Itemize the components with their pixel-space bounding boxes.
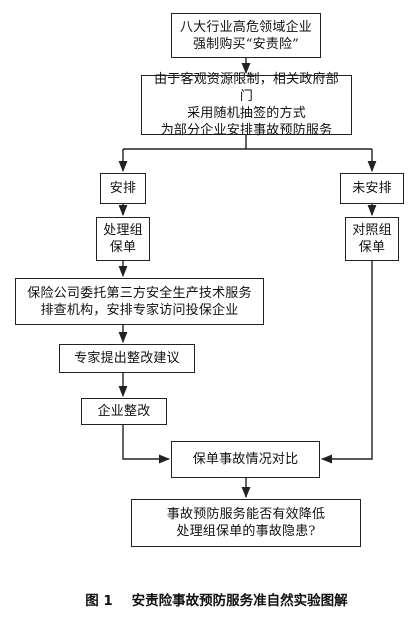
research-question-box: 事故预防服务能否有效降低 处理组保单的事故隐患? (131, 499, 361, 547)
flowchart-connectors (118, 58, 377, 499)
accident-comparison-box: 保单事故情况对比 (171, 441, 320, 478)
figure-caption-text: 安责险事故预防服务准自然实验图解 (131, 593, 348, 609)
random-sampling-box: 由于客观资源限制，相关政府部门 采用随机抽签的方式 为部分企业安排事故预防服务 (141, 72, 352, 138)
not-arranged-box: 未安排 (340, 173, 404, 204)
expert-advice-box: 专家提出整改建议 (59, 344, 195, 373)
control-group-box: 对照组 保单 (345, 217, 399, 261)
arranged-box: 安排 (100, 173, 146, 204)
figure-caption-label: 图 1 (85, 593, 113, 609)
edge-rectify-to-compare (122, 425, 171, 464)
insurer-commission-box: 保险公司委托第三方安全生产技术服务 排查机构，安排专家访问投保企业 (15, 278, 264, 325)
treatment-group-box: 处理组 保单 (96, 217, 150, 261)
enterprise-rectify-box: 企业整改 (81, 398, 167, 425)
flowchart: 八大行业高危领域企业 强制购买“安责险” 由于客观资源限制，相关政府部门 采用随… (15, 13, 404, 609)
figure-caption: 图 1 安责险事故预防服务准自然实验图解 (0, 573, 414, 625)
edge-control-to-compare (320, 261, 373, 464)
mandatory-purchase-box: 八大行业高危领域企业 强制购买“安责险” (171, 13, 321, 58)
